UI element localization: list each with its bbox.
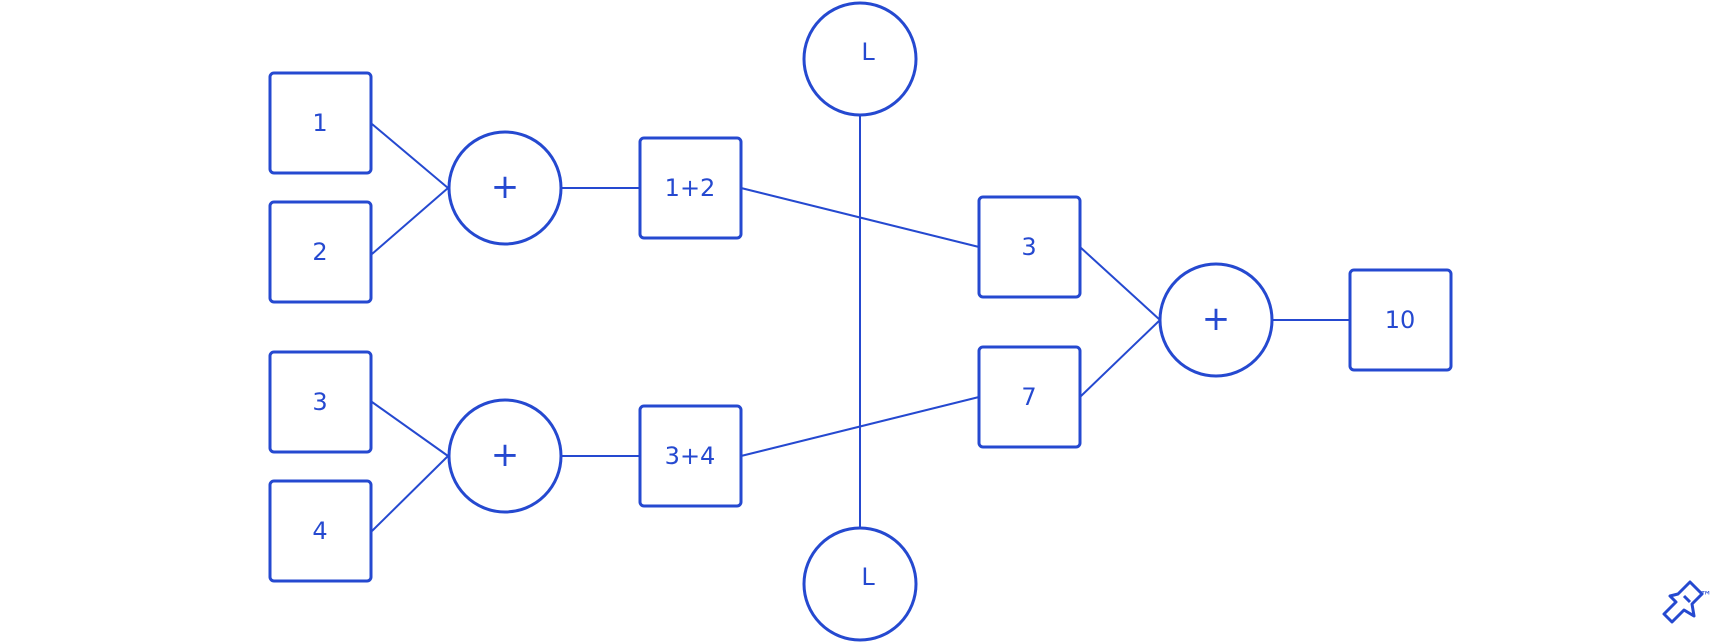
barrier-label-top: L	[861, 38, 875, 66]
barrier-node-top	[802, 1, 918, 117]
partial-label-34: 3+4	[665, 442, 716, 470]
partial-label-12: 1+2	[665, 174, 716, 202]
output-label-10: 10	[1385, 306, 1416, 334]
input-box-2	[268, 200, 373, 304]
plus-node-final	[1158, 262, 1274, 378]
plus-node-bottom	[447, 398, 563, 514]
barrier-node-bottom	[802, 526, 918, 642]
input-label-3: 3	[312, 388, 327, 416]
edge-3-plus	[1079, 246, 1161, 321]
toptal-logo-icon	[1662, 580, 1704, 624]
result-box-7	[977, 345, 1082, 449]
partial-box-12	[638, 136, 743, 240]
plus-symbol-bottom: +	[491, 435, 520, 475]
plus-node-top	[447, 130, 563, 246]
output-box-10	[1348, 268, 1453, 372]
trademark-symbol: ™	[1700, 589, 1712, 603]
edge-2-plus	[371, 187, 449, 255]
edge-1-plus	[371, 123, 449, 189]
result-label-3: 3	[1021, 233, 1036, 261]
plus-symbol-final: +	[1202, 299, 1231, 339]
input-label-1: 1	[312, 109, 327, 137]
result-label-7: 7	[1021, 383, 1036, 411]
edge-4-plus	[371, 455, 449, 532]
result-box-3	[977, 195, 1082, 299]
input-label-2: 2	[312, 238, 327, 266]
input-box-4	[268, 479, 373, 583]
barrier-label-bottom: L	[861, 563, 875, 591]
input-box-3	[268, 350, 373, 454]
edge-3b-plus	[371, 401, 449, 457]
input-box-1	[268, 71, 373, 175]
plus-symbol-top: +	[491, 167, 520, 207]
edge-7-plus	[1079, 319, 1161, 398]
input-label-4: 4	[312, 517, 327, 545]
partial-box-34	[638, 404, 743, 508]
